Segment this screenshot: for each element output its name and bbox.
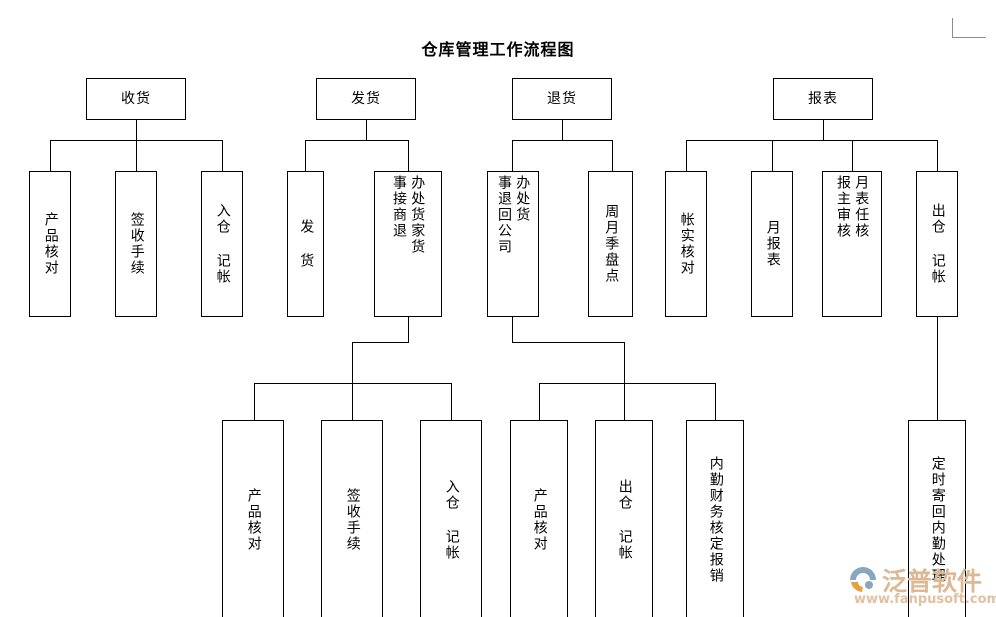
connector-shipping-drop-2	[408, 140, 409, 171]
connector-reports-drop-1	[686, 140, 687, 171]
node-shipping[interactable]: 发货	[316, 78, 416, 120]
node-label: 月报表	[764, 220, 781, 268]
connector-returns-drop-1	[512, 140, 513, 171]
node-dispatch-goods[interactable]: 发 货	[287, 171, 324, 317]
node-label: 发 货	[298, 219, 315, 269]
node-label: 签收手续	[344, 488, 361, 552]
node-label: 发货	[351, 90, 381, 107]
connector-lowergroup2-bar	[539, 383, 716, 384]
connector-vendorreturn-stem	[408, 317, 409, 342]
node-office-finance-reimbursement[interactable]: 内勤财务核定报销	[686, 420, 744, 617]
connector-lowergroup1-drop-3	[451, 383, 452, 420]
connector-receiving-drop-3	[222, 140, 223, 171]
node-label-col-right: 事退回公司	[496, 175, 512, 255]
connector-lowergroup1-drop-1	[254, 383, 255, 420]
connector-vendorreturn-jog	[352, 342, 409, 343]
node-inbound-bookkeeping-2[interactable]: 入仓 记帐	[420, 420, 482, 617]
node-label: 收货	[121, 90, 151, 107]
node-ledger-stock-reconcile[interactable]: 帐实核对	[665, 171, 707, 317]
node-label: 产品核对	[42, 212, 59, 276]
node-label: 出仓 记帐	[616, 479, 633, 561]
page-title: 仓库管理工作流程图	[421, 40, 575, 59]
node-label: 产品核对	[245, 488, 262, 552]
connector-vendorreturn-down	[352, 342, 353, 383]
connector-returns-stem	[562, 120, 563, 140]
node-returns[interactable]: 退货	[512, 78, 612, 120]
connector-reports-drop-4	[937, 140, 938, 171]
connector-returns-bar	[512, 140, 613, 141]
node-label: 周月季盘点	[603, 204, 620, 284]
node-label: 报表	[808, 90, 838, 107]
connector-lowergroup2-drop-1	[539, 383, 540, 420]
node-monthly-report[interactable]: 月报表	[751, 171, 793, 317]
connector-lowergroup2-drop-3	[715, 383, 716, 420]
node-receiving[interactable]: 收货	[86, 78, 186, 120]
connector-reports-stem	[823, 120, 824, 140]
node-inbound-bookkeeping-1[interactable]: 入仓 记帐	[201, 171, 243, 317]
connector-receiving-drop-2	[136, 140, 137, 171]
connector-receiving-drop-1	[50, 140, 51, 171]
node-signoff-procedure-1[interactable]: 签收手续	[115, 171, 157, 317]
connector-shipping-drop-1	[305, 140, 306, 171]
connector-returncompany-jog	[512, 342, 625, 343]
node-outbound-bookkeeping-2[interactable]: 出仓 记帐	[916, 171, 958, 317]
connector-reports-drop-3	[852, 140, 853, 171]
node-reports[interactable]: 报表	[773, 78, 873, 120]
connector-receiving-stem	[136, 120, 137, 140]
page-corner-mark	[952, 18, 986, 38]
node-periodic-stocktake[interactable]: 周月季盘点	[588, 171, 633, 317]
connector-shipping-stem	[366, 120, 367, 140]
node-label: 签收手续	[128, 212, 145, 276]
node-label-col-left: 月表任核	[853, 175, 870, 239]
node-handle-return-to-company[interactable]: 事退回公司 办处货	[487, 171, 539, 317]
node-label: 退货	[547, 90, 577, 107]
node-label: 定时寄回内勤处理	[929, 456, 946, 584]
connector-returns-drop-2	[612, 140, 613, 171]
node-label-col-right: 事接商退	[391, 175, 407, 239]
connector-reports-drop-2	[772, 140, 773, 171]
node-label: 出仓 记帐	[929, 203, 946, 285]
node-handle-vendor-return[interactable]: 事接商退 办处货家货	[374, 171, 442, 317]
connector-lowergroup1-drop-2	[352, 383, 353, 420]
node-outbound-bookkeeping-1[interactable]: 出仓 记帐	[595, 420, 653, 617]
connector-returncompany-down	[624, 342, 625, 383]
node-product-check-1[interactable]: 产品核对	[29, 171, 71, 317]
node-label: 内勤财务核定报销	[707, 456, 724, 584]
connector-outbound-to-mailback	[937, 317, 938, 420]
node-label: 产品核对	[531, 488, 548, 552]
node-label-col-right: 报主审核	[835, 175, 851, 239]
connector-lowergroup2-drop-2	[624, 383, 625, 420]
connector-returncompany-stem	[512, 317, 513, 342]
node-label-col-left: 办处货	[514, 175, 531, 223]
node-report-approval[interactable]: 报主审核 月表任核	[822, 171, 882, 317]
node-signoff-procedure-2[interactable]: 签收手续	[321, 420, 383, 617]
connector-shipping-bar	[305, 140, 409, 141]
fanpu-logo-icon	[850, 567, 876, 592]
connector-reports-bar	[686, 140, 938, 141]
node-label-col-left: 办处货家货	[409, 175, 426, 255]
node-label: 入仓 记帐	[214, 203, 231, 285]
node-label: 帐实核对	[678, 212, 695, 276]
node-scheduled-mail-back[interactable]: 定时寄回内勤处理	[908, 420, 966, 617]
node-product-check-3[interactable]: 产品核对	[510, 420, 568, 617]
node-label: 入仓 记帐	[443, 479, 460, 561]
node-product-check-2[interactable]: 产品核对	[222, 420, 284, 617]
